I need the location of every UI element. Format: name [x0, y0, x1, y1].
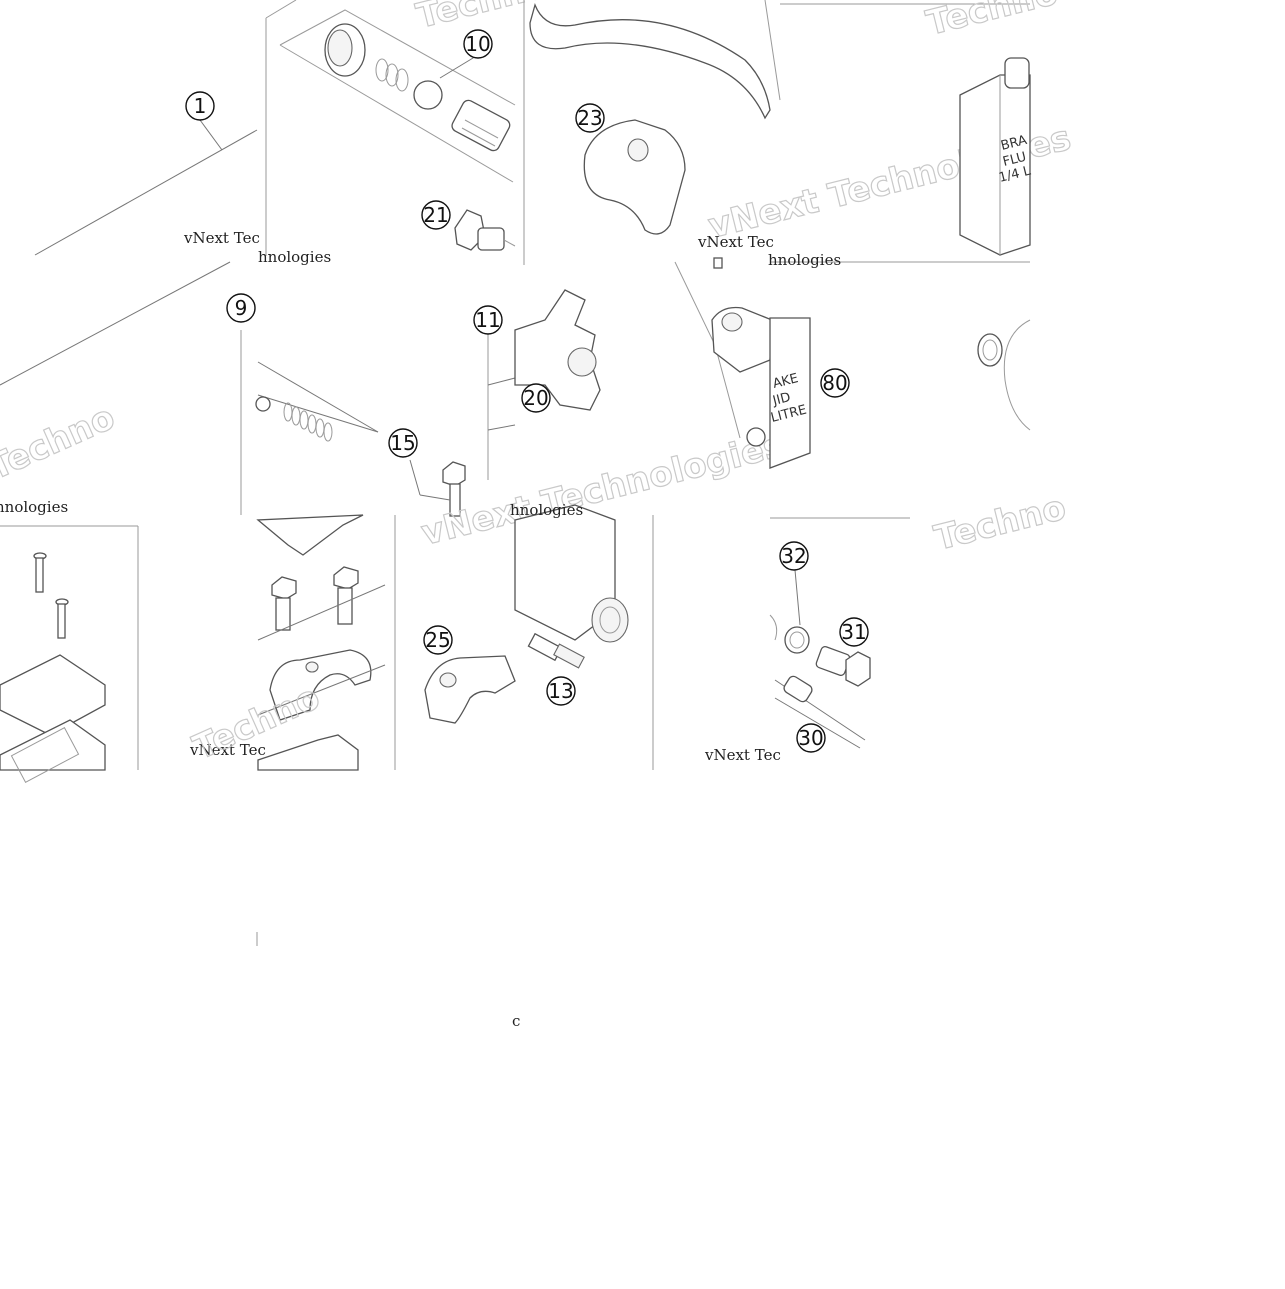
tile-middle-right: AKE JID LITRE 80 hnologies Techno	[675, 251, 1070, 559]
adjuster-knob-part	[455, 210, 515, 250]
callout-number: 20	[523, 386, 548, 410]
tile-lower-bolts: vNext Tec Techno	[187, 515, 385, 770]
callout-9: 9	[227, 294, 255, 322]
callout-number: 23	[577, 106, 602, 130]
tile-middle-left: 9 15 Techno hnologies	[0, 294, 465, 516]
callout-20: 20	[522, 384, 550, 412]
brake-fluid-can: BRA FLU 1/4 L	[960, 58, 1033, 255]
watermark-text: Techno	[0, 397, 121, 488]
callout-number: 1	[194, 94, 207, 118]
screw-part	[56, 599, 68, 638]
ball-part	[256, 397, 270, 411]
brake-fluid-box: AKE JID LITRE	[769, 318, 810, 468]
callout-13: 13	[547, 677, 575, 705]
callout-number: 30	[798, 726, 823, 750]
callout-21: 21	[422, 201, 450, 229]
piston-part	[450, 98, 512, 152]
bolt-part	[334, 567, 358, 624]
callout-25: 25	[424, 626, 452, 654]
callout-11: 11	[474, 306, 502, 334]
callout-number: 25	[425, 628, 450, 652]
tile-lower-left	[0, 526, 138, 782]
lever-clamp-part	[584, 120, 685, 234]
washer-part	[785, 627, 809, 653]
watermark-text: Techno	[923, 0, 1062, 44]
credit-fragment: c	[512, 1012, 520, 1030]
screw-part	[34, 553, 46, 592]
callout-number: 32	[781, 544, 806, 568]
callout-15: 15	[389, 429, 417, 457]
callout-number: 21	[423, 203, 448, 227]
screw-part	[714, 258, 722, 268]
tile-lower-right: 32 31 30 vNext Tec	[704, 542, 870, 764]
callout-32: 32	[780, 542, 808, 570]
brake-lever-part	[530, 5, 770, 118]
watermark-text: Techno	[931, 488, 1070, 559]
callout-number: 11	[475, 308, 500, 332]
callout-number: 31	[841, 620, 866, 644]
credit-text: hnologies	[258, 248, 331, 266]
callout-number: 15	[390, 431, 415, 455]
callout-23: 23	[576, 104, 604, 132]
credit-text: hnologies	[768, 251, 841, 269]
callout-80: 80	[821, 369, 849, 397]
master-cylinder-body	[515, 505, 628, 642]
callout-number: 13	[548, 679, 573, 703]
credit-text: hnologies	[510, 501, 583, 519]
clamp-part	[712, 308, 772, 373]
callout-number: 80	[822, 371, 847, 395]
tile-upper-middle: Techno 10 21	[258, 0, 552, 266]
callout-31: 31	[840, 618, 868, 646]
spring-part	[376, 59, 408, 91]
callout-1: 1	[186, 92, 214, 120]
callout-number: 9	[235, 296, 248, 320]
callout-number: 10	[465, 32, 490, 56]
banjo-bolt-part	[815, 646, 870, 686]
credit-text: vNext Tec	[183, 229, 260, 247]
spring-part	[284, 403, 332, 441]
callout-30: 30	[797, 724, 825, 752]
callout-10: 10	[464, 30, 492, 58]
bolt-part	[272, 577, 296, 630]
handlebar-clamp-part	[425, 656, 515, 723]
credit-text: vNext Tec	[704, 746, 781, 764]
circlip-part	[414, 81, 442, 109]
credit-text: hnologies	[0, 498, 68, 516]
reservoir-cover-part	[0, 655, 105, 735]
nut-part	[747, 428, 765, 446]
tile-top-left: vNext Tec	[0, 120, 260, 385]
washer-part	[978, 334, 1002, 366]
